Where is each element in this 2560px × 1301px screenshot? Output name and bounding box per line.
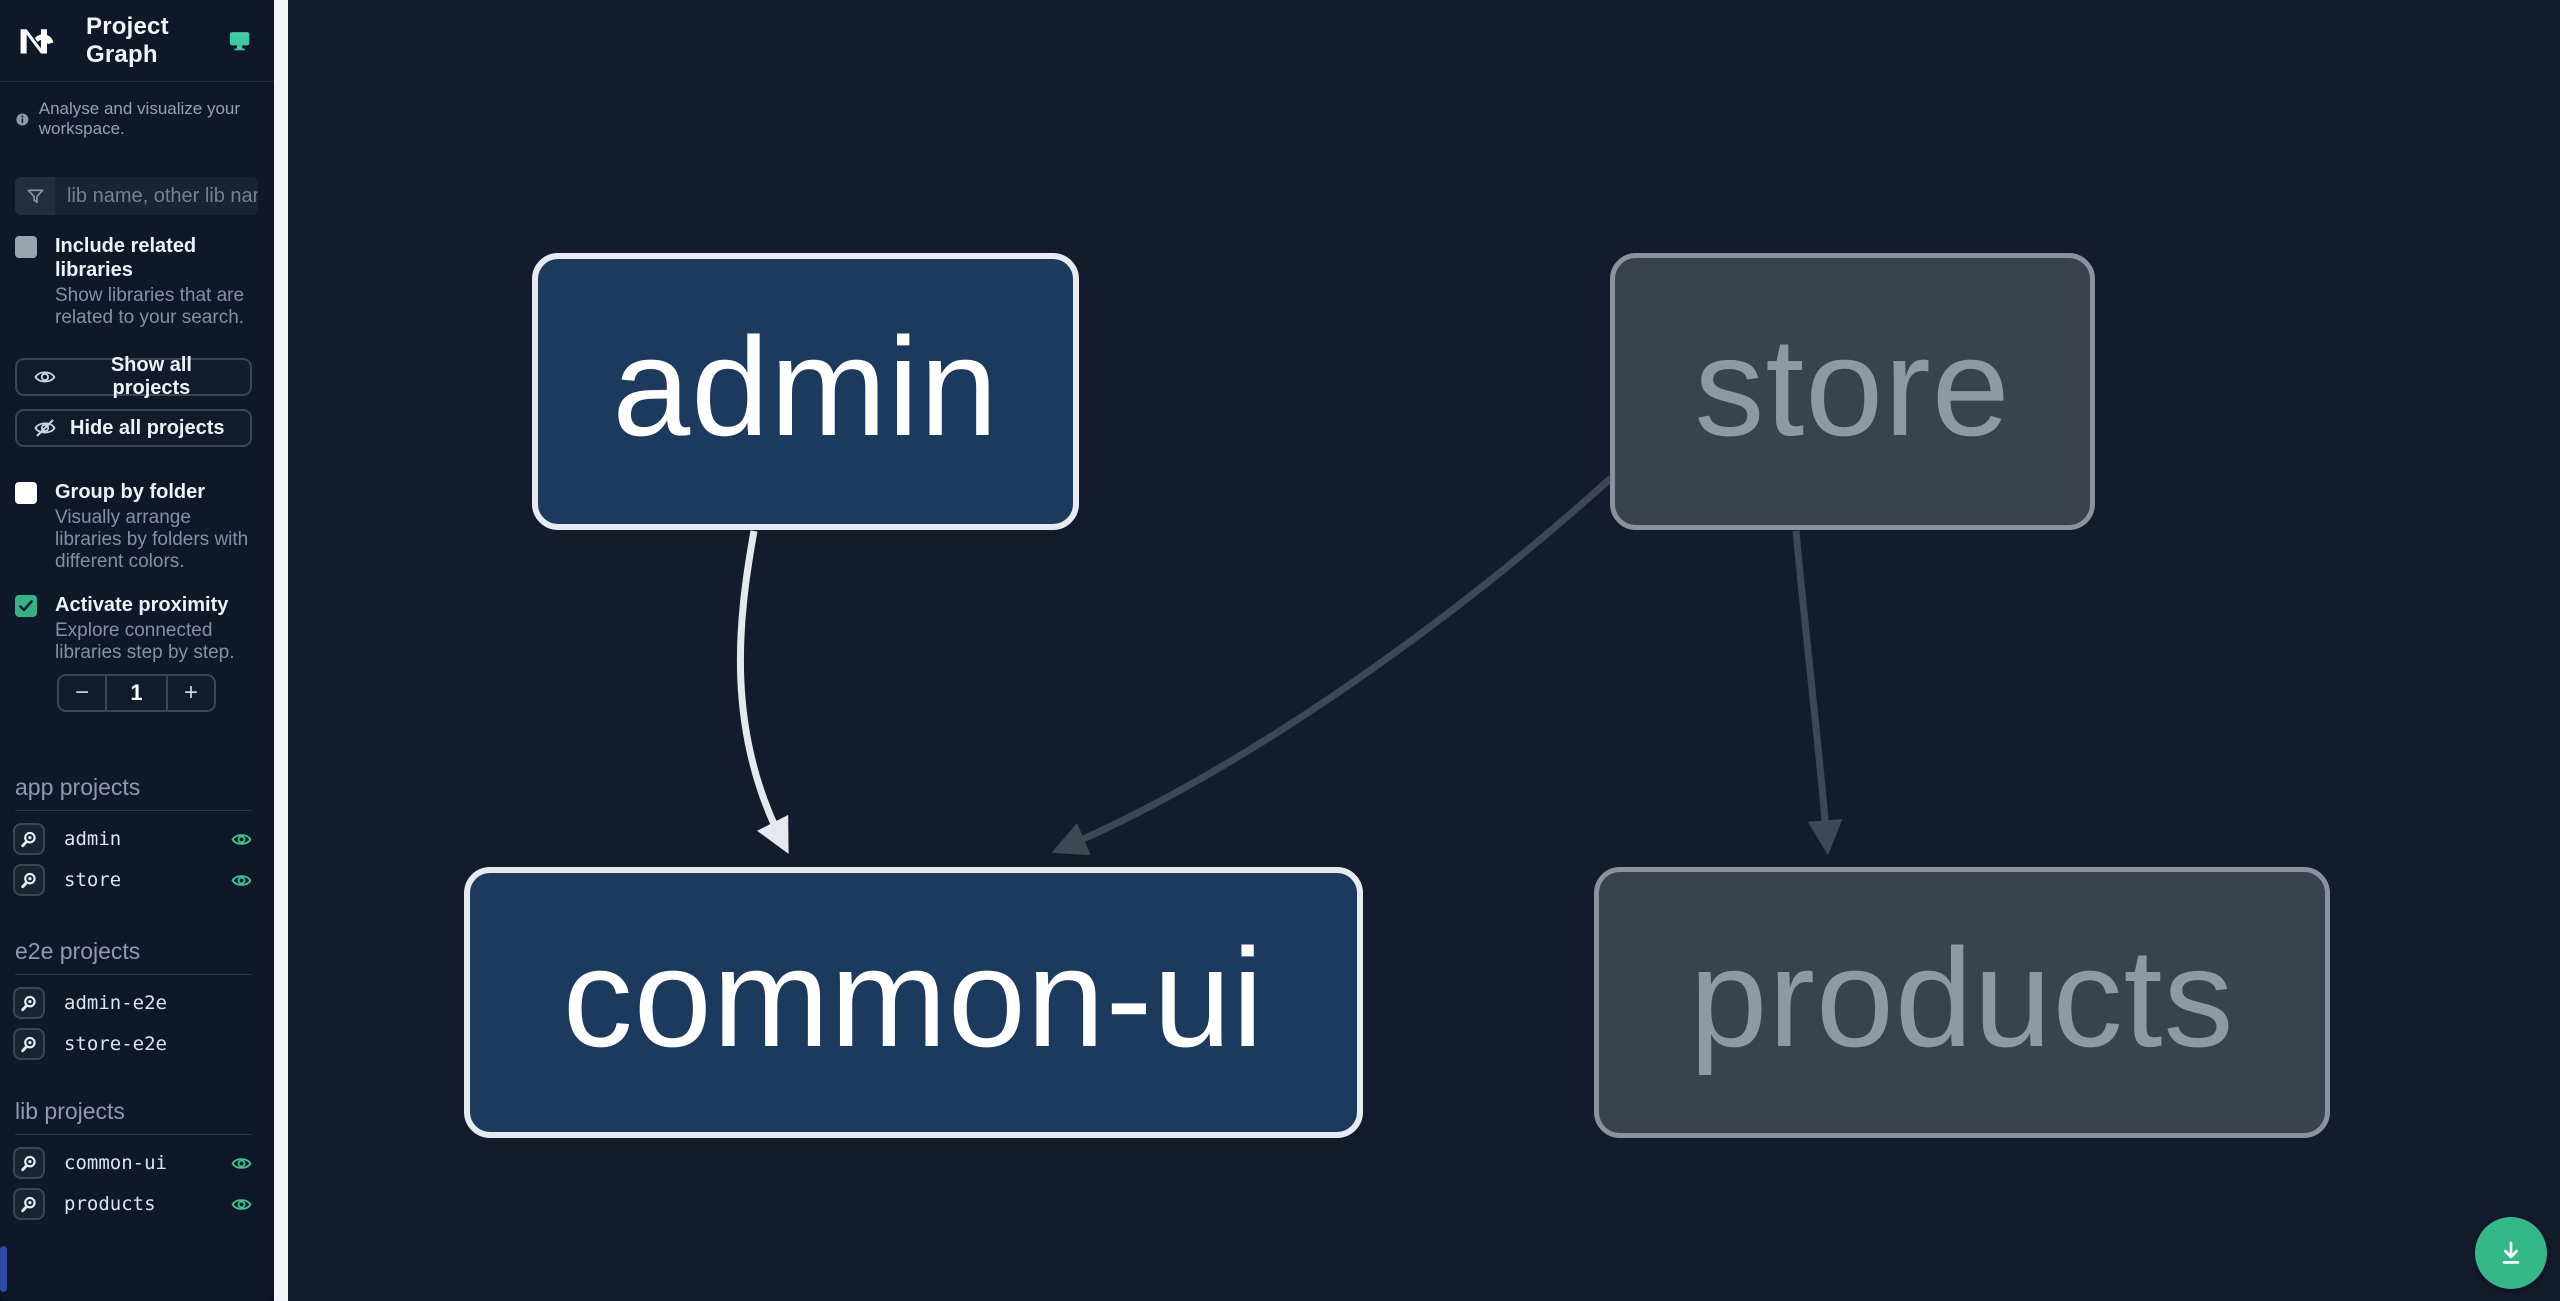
project-name: admin (64, 828, 122, 850)
sidebar-resize-divider[interactable] (274, 0, 288, 1301)
graph-node-common-ui[interactable]: common-ui (464, 867, 1363, 1138)
show-all-projects-button[interactable]: Show all projects (15, 354, 252, 399)
focus-project-button[interactable] (13, 1147, 45, 1179)
node-label: admin (612, 307, 999, 465)
group-by-folder-option: Group by folder Visually arrange librari… (0, 480, 274, 573)
section-heading-lib-projects: lib projects (15, 1098, 252, 1135)
info-icon (16, 112, 29, 126)
search-box (15, 177, 258, 215)
toggle-visibility-button[interactable] (231, 1155, 252, 1172)
eye-icon (231, 1157, 252, 1169)
node-label: common-ui (562, 918, 1265, 1076)
sidebar: Project Graph Analyse and visualize your… (0, 0, 274, 1301)
proximity-stepper: − 1 + (57, 674, 216, 712)
project-row-admin-e2e: admin-e2e (13, 987, 252, 1019)
project-name: admin-e2e (64, 992, 167, 1014)
download-graph-button[interactable] (2475, 1217, 2547, 1289)
focus-icon (21, 1155, 36, 1172)
project-row-admin: admin (13, 823, 252, 855)
node-label: products (1689, 918, 2235, 1076)
group-by-folder-description: Visually arrange libraries by folders wi… (55, 507, 249, 572)
focus-icon (21, 872, 36, 889)
toggle-visibility-button[interactable] (231, 831, 252, 848)
focus-icon (21, 1036, 36, 1053)
graph-node-store[interactable]: store (1610, 253, 2095, 530)
proximity-increment-button[interactable]: + (166, 676, 214, 710)
edge-store-to-products[interactable] (1792, 530, 1843, 856)
group-by-folder-checkbox[interactable] (15, 482, 37, 504)
sidebar-header: Project Graph (0, 0, 274, 82)
include-related-checkbox[interactable] (15, 236, 37, 258)
hide-all-projects-label: Hide all projects (70, 416, 225, 439)
focus-icon (21, 831, 36, 848)
proximity-decrement-button[interactable]: − (59, 676, 107, 710)
eye-icon (231, 1198, 252, 1210)
proximity-value[interactable]: 1 (130, 680, 143, 705)
eye-icon (231, 874, 252, 886)
graph-node-products[interactable]: products (1594, 867, 2330, 1138)
project-name: store (64, 869, 122, 891)
edge-store-to-common-ui[interactable] (1051, 475, 1614, 856)
nx-logo-icon (20, 28, 54, 53)
activate-proximity-option: Activate proximity Explore connected lib… (0, 593, 274, 664)
include-related-description: Show libraries that are related to your … (55, 285, 245, 328)
focus-project-button[interactable] (13, 987, 45, 1019)
tagline-row: Analyse and visualize your workspace. (0, 99, 274, 139)
include-related-option: Include related libraries Show libraries… (0, 234, 274, 329)
graph-canvas[interactable]: admin store common-ui products (288, 0, 2560, 1301)
focus-project-button[interactable] (13, 823, 45, 855)
focus-icon (21, 1196, 36, 1213)
project-row-common-ui: common-ui (13, 1147, 252, 1179)
focus-project-button[interactable] (13, 1188, 45, 1220)
show-all-projects-label: Show all projects (110, 354, 192, 399)
download-icon (2502, 1241, 2520, 1264)
project-name: common-ui (64, 1152, 167, 1174)
monitor-icon (229, 31, 250, 50)
project-row-store: store (13, 864, 252, 896)
project-row-store-e2e: store-e2e (13, 1028, 252, 1060)
graph-node-admin[interactable]: admin (532, 253, 1079, 530)
focus-project-button[interactable] (13, 1028, 45, 1060)
search-input[interactable] (55, 177, 258, 215)
focus-project-button[interactable] (13, 864, 45, 896)
eye-icon (34, 371, 56, 383)
focus-icon (21, 995, 36, 1012)
toggle-visibility-button[interactable] (231, 1196, 252, 1213)
edge-admin-to-common-ui[interactable] (736, 530, 789, 854)
group-by-folder-label: Group by folder (55, 481, 205, 503)
scrollbar-thumb[interactable] (0, 1246, 7, 1292)
activate-proximity-description: Explore connected libraries step by step… (55, 620, 235, 663)
eye-icon (231, 833, 252, 845)
filter-funnel-icon (15, 177, 55, 215)
include-related-label: Include related libraries (55, 235, 197, 281)
activate-proximity-checkbox[interactable] (15, 595, 37, 617)
edges-layer (736, 475, 1843, 856)
section-heading-app-projects: app projects (15, 774, 252, 811)
check-icon (19, 600, 33, 612)
tagline-text: Analyse and visualize your workspace. (38, 99, 241, 138)
project-name: store-e2e (64, 1033, 167, 1055)
node-label: store (1694, 307, 2011, 465)
project-row-products: products (13, 1188, 252, 1220)
hide-all-projects-button[interactable]: Hide all projects (15, 409, 252, 447)
project-name: products (64, 1193, 156, 1215)
activate-proximity-label: Activate proximity (55, 594, 229, 616)
toggle-visibility-button[interactable] (231, 872, 252, 889)
app-title: Project Graph (86, 12, 169, 68)
section-heading-e2e-projects: e2e projects (15, 938, 252, 975)
eye-off-icon (34, 419, 56, 437)
